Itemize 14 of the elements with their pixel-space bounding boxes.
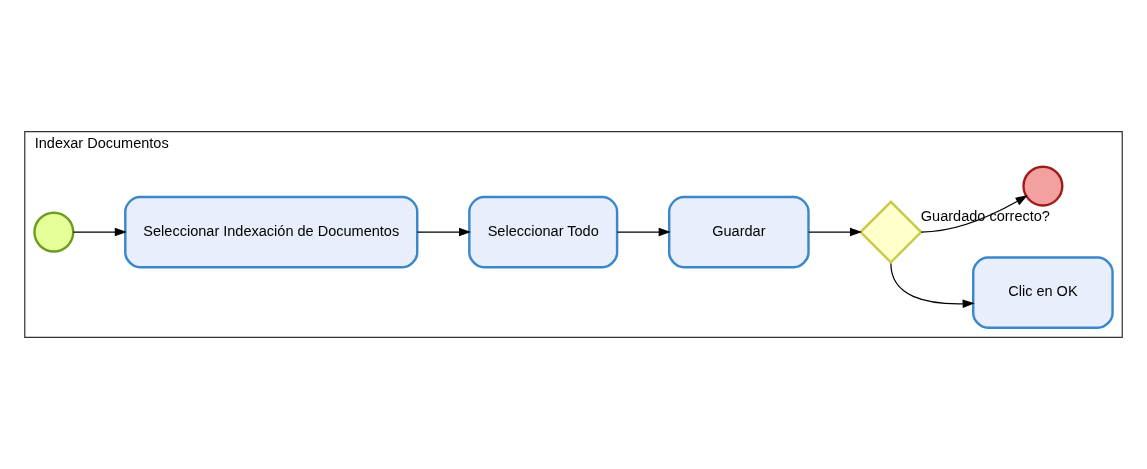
arrow xyxy=(72,227,127,237)
node-box: Seleccionar Indexación de Documentos xyxy=(124,195,419,269)
arrow xyxy=(890,262,975,309)
node-circle xyxy=(1022,165,1064,207)
node-box: Guardar xyxy=(668,195,810,269)
arrow xyxy=(416,227,472,237)
arrow xyxy=(808,227,863,237)
arrow xyxy=(920,195,1028,233)
node-label: Guardado correcto? xyxy=(920,207,1050,224)
arrow xyxy=(616,227,671,237)
node-circle xyxy=(33,211,75,253)
node-box: Clic en OK xyxy=(972,256,1114,329)
node-diamond xyxy=(858,200,923,265)
node-box: Seleccionar Todo xyxy=(468,195,619,269)
